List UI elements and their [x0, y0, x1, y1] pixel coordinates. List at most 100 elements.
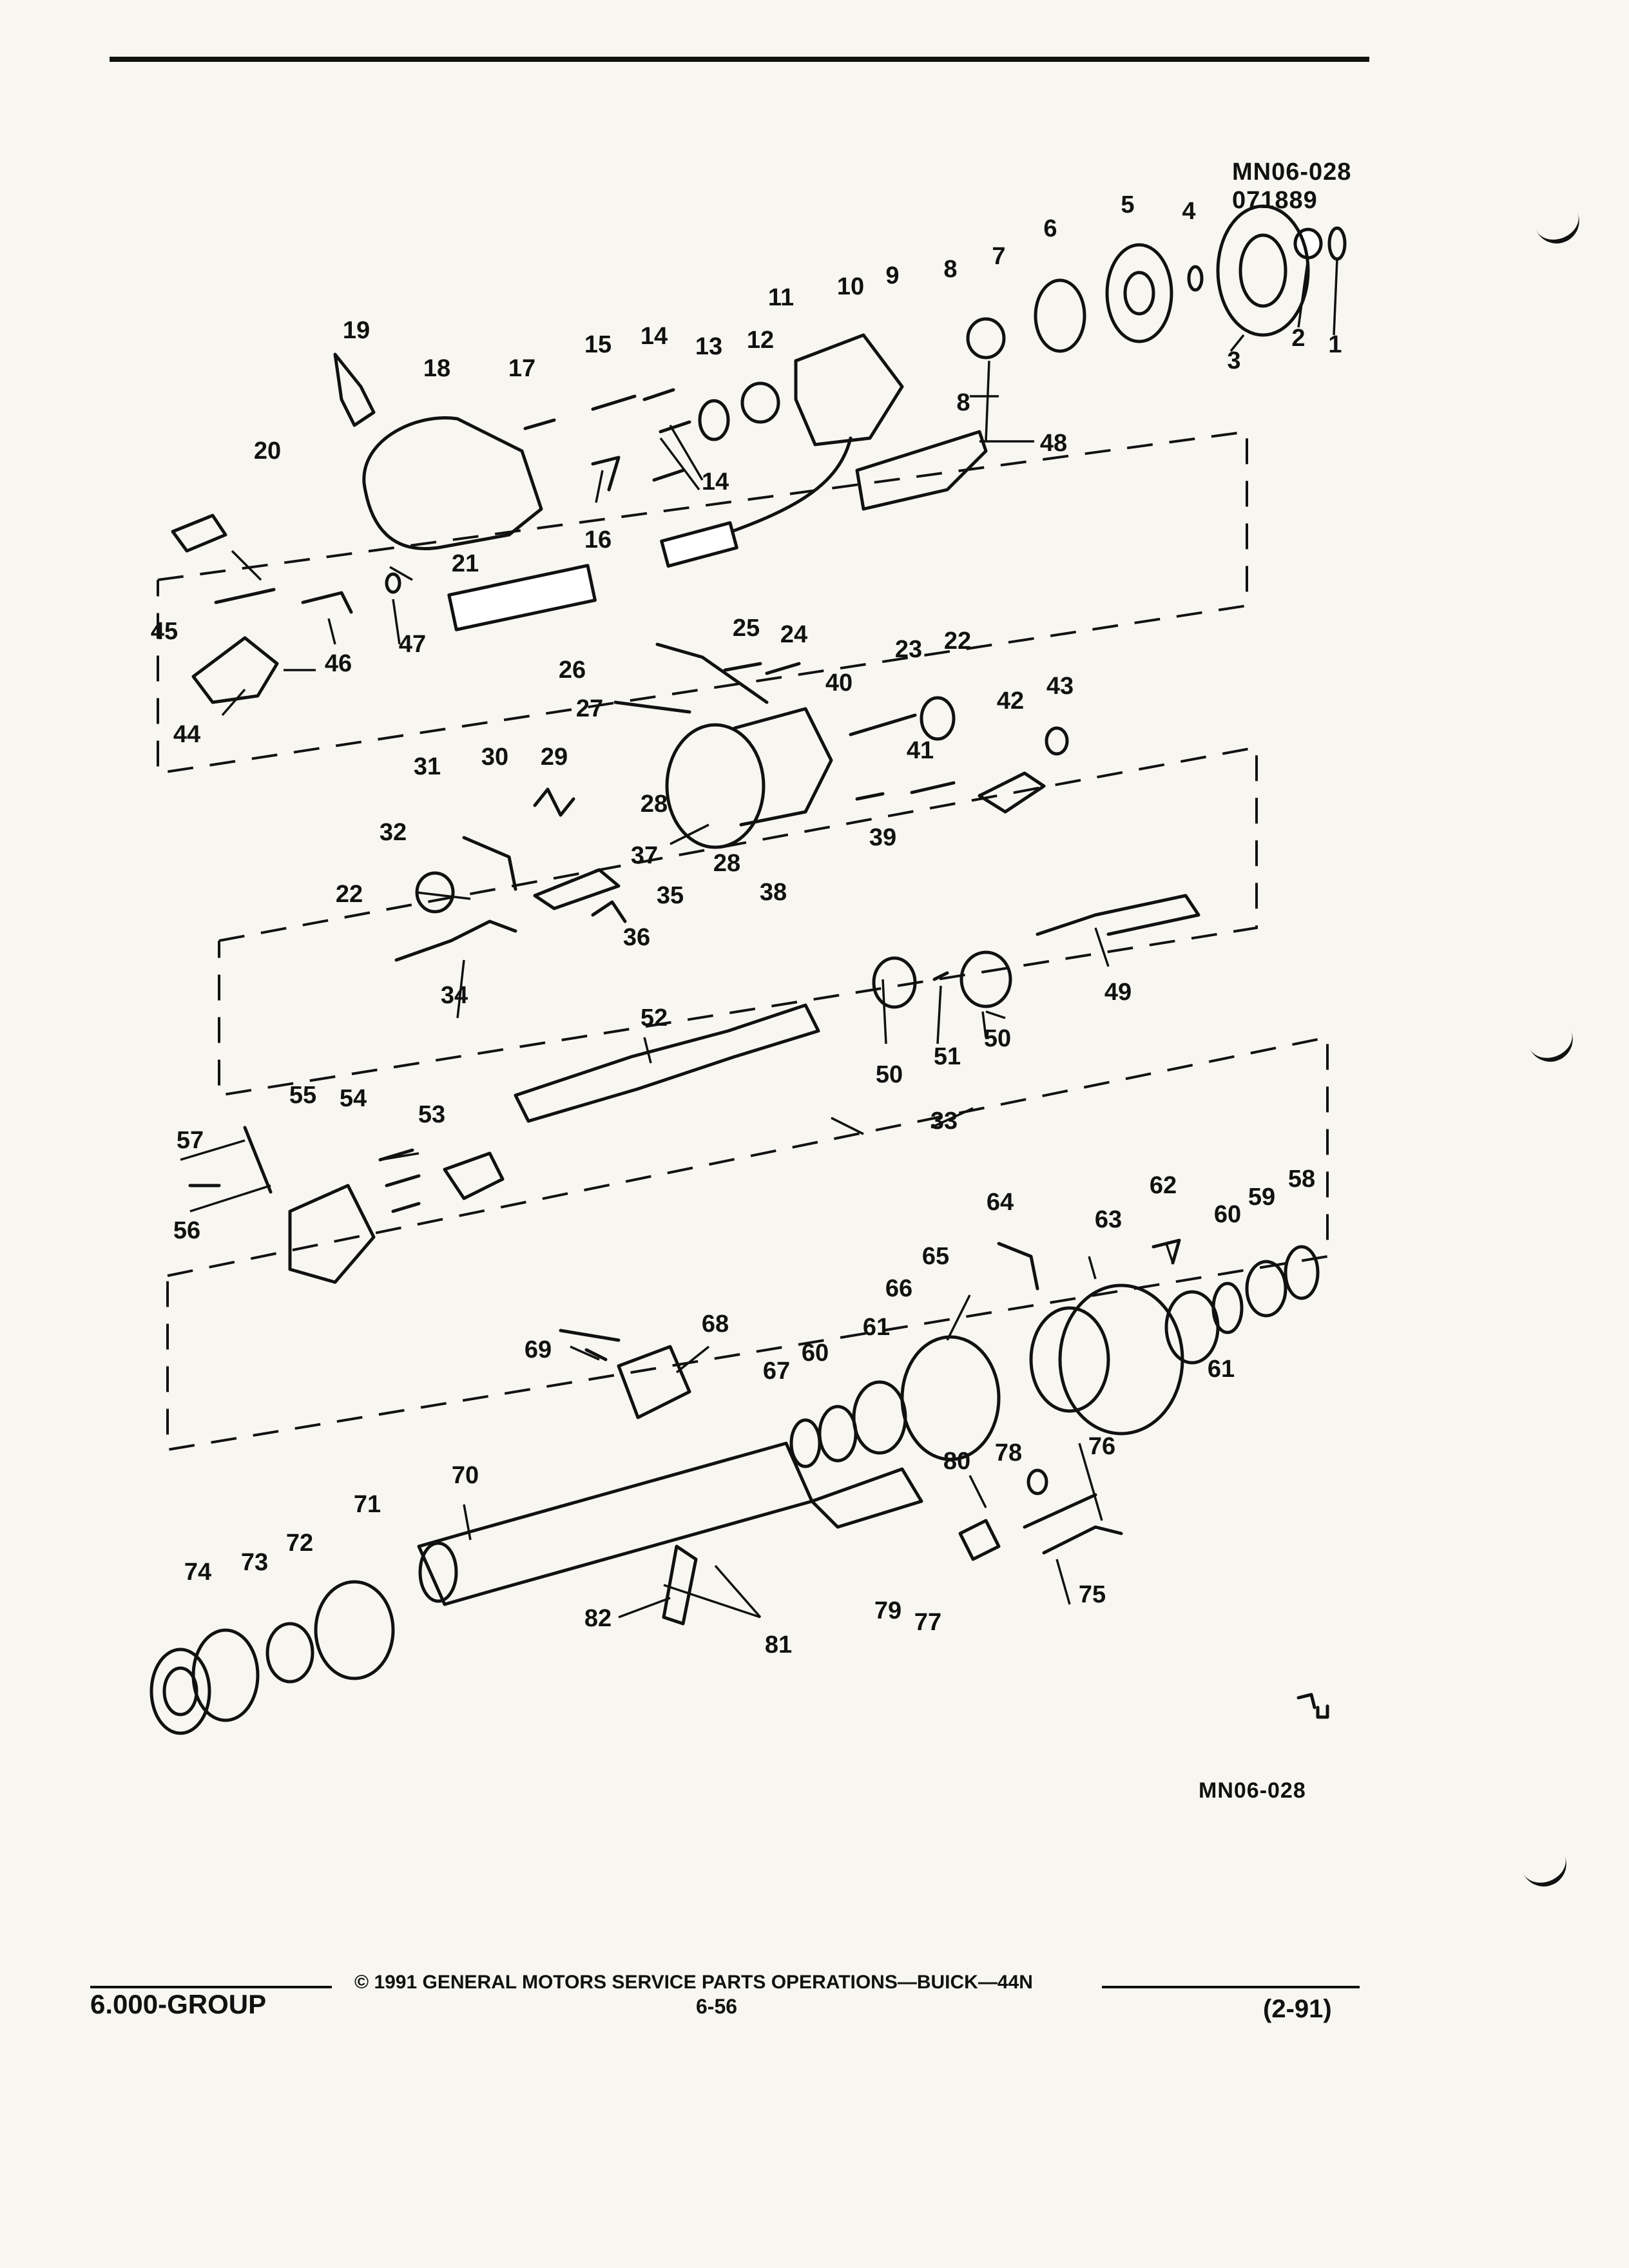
callout-label: 48 [1039, 430, 1068, 457]
lower-row-parts [149, 1003, 1320, 1735]
gm-logo-mark [1296, 1693, 1329, 1719]
footer-rule-left [90, 1986, 332, 1988]
callout-label: 80 [943, 1448, 971, 1475]
callout-label: 13 [695, 333, 723, 360]
callout-label: 39 [869, 824, 897, 851]
middle-row-parts [394, 642, 1200, 1009]
callout-label: 60 [1213, 1201, 1242, 1228]
callout-label: 27 [575, 695, 604, 722]
footer-rule-right [1102, 1986, 1360, 1988]
callout-label: 77 [914, 1609, 942, 1636]
group-outlines [157, 430, 1329, 1452]
callout-label: 60 [801, 1340, 829, 1367]
callout-label: 47 [398, 631, 427, 658]
callout-label: 68 [701, 1311, 729, 1338]
top-rule [110, 57, 1369, 62]
callout-label: 66 [885, 1275, 913, 1302]
callout-label: 24 [780, 621, 808, 648]
callout-label: 72 [285, 1530, 314, 1557]
callout-label: 5 [1121, 191, 1135, 218]
drawing-code: MN06-028 [1232, 159, 1352, 186]
callout-label: 57 [176, 1127, 204, 1154]
footer-group: 6.000-GROUP [90, 1989, 267, 2019]
callout-label: 78 [994, 1439, 1023, 1466]
callout-label: 71 [353, 1491, 381, 1518]
callout-label: 31 [413, 753, 441, 780]
callout-label: 22 [335, 881, 363, 908]
callout-label: 55 [289, 1082, 317, 1109]
callout-label: 11 [767, 284, 795, 311]
callout-label: 61 [1207, 1356, 1235, 1383]
callout-label: 61 [862, 1314, 891, 1341]
callout-label: 44 [173, 721, 201, 748]
callout-label: 10 [836, 273, 865, 300]
callout-label: 18 [423, 355, 451, 382]
callout-label: 36 [622, 924, 651, 951]
callout-label: 34 [440, 982, 468, 1009]
callout-label: 35 [656, 882, 684, 909]
callout-label: 9 [885, 262, 900, 289]
callout-label: 58 [1287, 1166, 1316, 1193]
callout-label: 25 [732, 615, 760, 642]
callout-label: 23 [894, 636, 923, 663]
callout-label: 1 [1328, 331, 1342, 358]
callout-label: 17 [508, 355, 536, 382]
footer-revision: (2-91) [1263, 1995, 1332, 2023]
bottom-drawing-code: MN06-028 [1199, 1778, 1306, 1803]
callout-label: 79 [874, 1597, 902, 1624]
callout-label: 30 [481, 744, 509, 771]
callout-label: 69 [524, 1336, 552, 1363]
callout-label: 32 [379, 819, 407, 846]
callout-label: 50 [983, 1025, 1012, 1052]
callout-label: 76 [1088, 1433, 1116, 1460]
callout-label: 4 [1182, 198, 1196, 225]
callout-label: 59 [1248, 1184, 1276, 1211]
callout-label: 73 [240, 1549, 269, 1576]
callout-label: 29 [540, 744, 568, 771]
callout-label: 22 [943, 628, 972, 655]
callout-label: 40 [825, 669, 853, 697]
callout-label: 56 [173, 1217, 201, 1244]
callout-label: 15 [584, 331, 612, 358]
callout-label: 49 [1104, 979, 1132, 1006]
callout-label: 46 [324, 650, 352, 677]
callout-label: 50 [875, 1061, 903, 1088]
callout-label: 62 [1149, 1172, 1177, 1199]
callout-label: 45 [150, 618, 178, 645]
footer-page-number: 6-56 [696, 1995, 738, 2018]
callout-label: 53 [418, 1101, 446, 1128]
callout-label: 43 [1046, 673, 1074, 700]
callout-label: 19 [342, 317, 371, 344]
footer-copyright: © 1991 GENERAL MOTORS SERVICE PARTS OPER… [354, 1972, 1033, 1993]
callout-label: 51 [933, 1043, 961, 1070]
callout-label: 12 [746, 327, 775, 354]
callout-label: 3 [1227, 347, 1241, 374]
callout-label: 6 [1043, 215, 1057, 242]
callout-label: 8 [943, 256, 958, 283]
callout-label: 14 [640, 323, 668, 350]
callout-label: 65 [921, 1243, 950, 1270]
callout-label: 75 [1078, 1581, 1106, 1608]
callout-label: 26 [558, 657, 586, 684]
callout-label: 42 [996, 687, 1025, 715]
callout-label: 64 [986, 1189, 1014, 1216]
callout-label: 16 [584, 526, 612, 553]
callout-label: 28 [640, 791, 668, 818]
callout-label: 2 [1291, 325, 1306, 352]
callout-label: 41 [906, 737, 934, 764]
callout-label: 20 [253, 437, 282, 465]
callout-label: 67 [762, 1358, 791, 1385]
callout-label: 33 [930, 1108, 958, 1135]
callout-label: 81 [764, 1631, 793, 1658]
callout-label: 7 [992, 243, 1006, 270]
callout-label: 63 [1094, 1206, 1123, 1233]
callout-label: 82 [584, 1605, 612, 1632]
callout-label: 28 [713, 850, 741, 877]
callout-label: 74 [184, 1559, 212, 1586]
leader-lines [180, 257, 1338, 1619]
callout-label: 37 [630, 842, 659, 869]
callout-label: 14 [701, 468, 729, 495]
callout-label: 70 [451, 1462, 479, 1489]
callout-label: 54 [339, 1085, 367, 1112]
